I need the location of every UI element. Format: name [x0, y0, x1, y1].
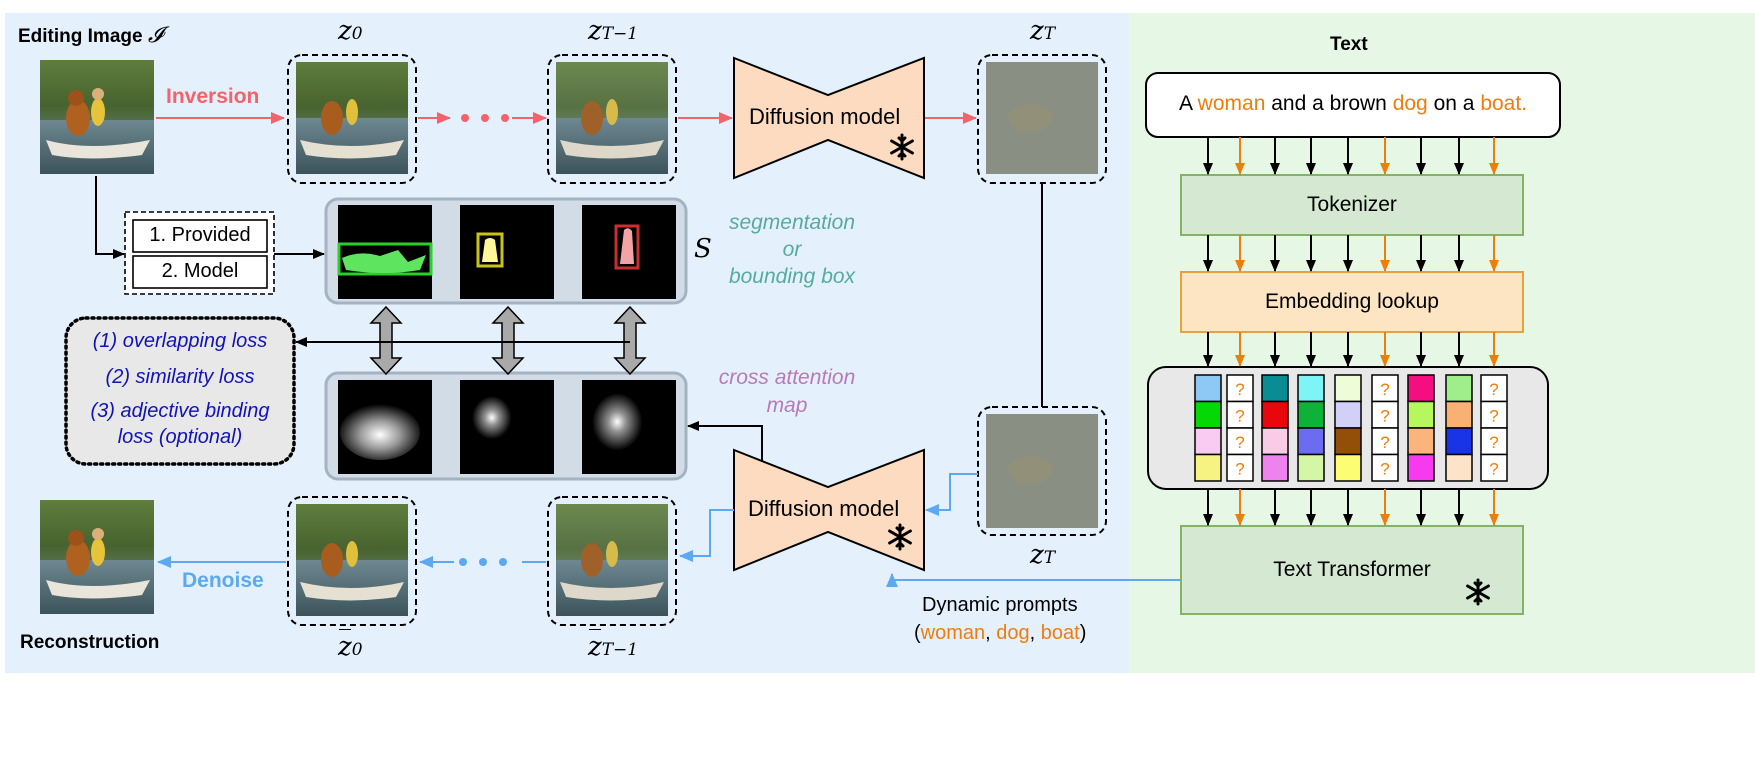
latent-zbar0-label: z0 [338, 629, 363, 662]
editing-image-label: Editing Image [18, 26, 143, 47]
diffusion-to-zbarT1-arrow [679, 509, 734, 562]
dynamic-prompt-word: woman [920, 622, 986, 644]
diffusion-to-attn-arrow [687, 421, 763, 462]
unknown-symbol: ? [1235, 380, 1244, 399]
dynamic-prompts-label: Dynamic prompts [922, 594, 1078, 616]
placeholder-embedding: ???? [1226, 374, 1254, 482]
option-model-box [132, 255, 268, 289]
frozen-icon [1466, 578, 1490, 606]
prompt-token: brown [1329, 92, 1387, 115]
prompt-box [1145, 72, 1561, 138]
option-provided-box [132, 219, 268, 253]
denoise-label: Denoise [182, 569, 264, 592]
diffusion-model-bottom-label: Diffusion model [748, 496, 900, 521]
latent-z0-frame [287, 54, 417, 184]
embedding-box [1180, 271, 1524, 333]
compare-arrows [369, 305, 647, 376]
unknown-symbol: ? [1489, 433, 1498, 452]
unknown-symbol: ? [1380, 433, 1389, 452]
seg-woman-mask [620, 228, 634, 264]
latent-zbar0-frame [287, 496, 417, 626]
seg-boat-mask [342, 250, 426, 273]
prompt-token: a [1462, 92, 1475, 115]
latent-zbarT-1-label: zT−1 [588, 629, 639, 662]
embedding-label: Embedding lookup [1265, 290, 1439, 313]
prompt-text: A woman and a brown dog on a boat. [1146, 92, 1560, 116]
text-panel-title: Text [1330, 34, 1368, 55]
unknown-symbol: ? [1380, 407, 1389, 426]
reconstruction-photo [40, 500, 154, 614]
option-model-label: 2. Model [161, 260, 239, 282]
unknown-symbol: ? [1380, 380, 1389, 399]
seg-boat-box [337, 242, 433, 276]
segmentation-note: segmentation or bounding box [728, 211, 856, 288]
seg-woman-box [614, 224, 640, 270]
editing-image-symbol: 𝓘 [147, 23, 163, 48]
seg-dog-box [476, 232, 504, 268]
reconstruction-title: Reconstruction [20, 632, 160, 653]
denoise-dots [459, 558, 507, 566]
inversion-label: Inversion [166, 85, 260, 108]
embedding-vector [1445, 374, 1473, 482]
dynamic-prompts-words: (woman, dog, boat) [914, 622, 1087, 644]
editing-image-photo [40, 60, 154, 174]
prompt-token: on [1433, 92, 1457, 115]
frozen-icon [888, 523, 912, 551]
embedding-vector [1194, 374, 1222, 482]
diffusion-model-top-label: Diffusion model [749, 104, 901, 129]
prompt-token: boat. [1480, 92, 1528, 115]
embedding-vector [1261, 374, 1289, 482]
seg-symbol: S [694, 234, 712, 264]
latent-z0-label: z0 [338, 16, 363, 46]
attn-map-woman [592, 393, 648, 457]
text-transformer-box [1180, 525, 1524, 615]
latent-zT-bottom-label: zT [1030, 540, 1056, 570]
tokenizer-box [1180, 174, 1524, 236]
dynamic-prompt-word: boat [1040, 622, 1080, 644]
zT-to-diffusion-arrow [925, 473, 978, 516]
prompt-token: woman [1197, 92, 1266, 115]
option-provided-label: 1. Provided [149, 224, 251, 246]
placeholder-embedding: ???? [1371, 374, 1399, 482]
seg-dog-mask [482, 238, 498, 262]
unknown-symbol: ? [1489, 407, 1498, 426]
inversion-dots [461, 114, 509, 122]
diffusion-model-top-shape [733, 56, 925, 180]
cross-attention-note: cross attention map [718, 366, 856, 417]
latent-zT-top-label: zT [1030, 16, 1056, 46]
prompt-token: A [1178, 92, 1192, 115]
dynamic-prompt-word: dog [996, 622, 1030, 644]
losses-text: (1) overlapping loss (2) similarity loss… [90, 330, 270, 448]
text-transformer-to-diffusion-arrow [886, 573, 1180, 587]
unknown-symbol: ? [1235, 460, 1244, 479]
embedding-vector [1297, 374, 1325, 482]
tokenizer-label: Tokenizer [1307, 193, 1397, 216]
frozen-icon [890, 133, 914, 161]
losses-box [64, 316, 296, 466]
prompt-token: a [1312, 92, 1324, 115]
unknown-symbol: ? [1489, 380, 1498, 399]
unknown-symbol: ? [1380, 460, 1389, 479]
attn-map-dog [472, 396, 516, 444]
latent-zT-top-frame [977, 54, 1107, 184]
editing-image-title: Editing Image 𝓘 [18, 23, 163, 48]
embedding-vector [1334, 374, 1362, 482]
unknown-symbol: ? [1235, 433, 1244, 452]
text-transformer-label: Text Transformer [1273, 558, 1431, 581]
latent-zT-1-label: zT−1 [588, 16, 639, 46]
latent-zT-bottom-frame [977, 406, 1107, 536]
prompt-token: dog [1392, 92, 1428, 115]
attn-map-boat [340, 404, 420, 460]
image-to-options-arrow [95, 176, 125, 259]
latent-zT-1-frame [547, 54, 677, 184]
placeholder-embedding: ???? [1480, 374, 1508, 482]
latent-zbarT-1-frame [547, 496, 677, 626]
unknown-symbol: ? [1235, 407, 1244, 426]
embedding-vector [1407, 374, 1435, 482]
prompt-token: and [1271, 92, 1307, 115]
unknown-symbol: ? [1489, 460, 1498, 479]
diffusion-model-bottom-shape [733, 448, 925, 572]
